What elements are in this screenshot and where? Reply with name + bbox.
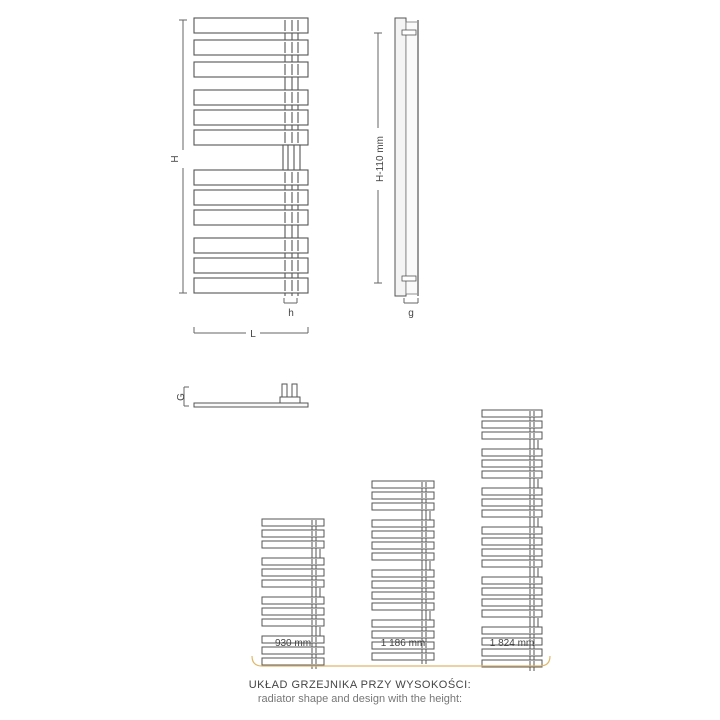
radiator-front-view bbox=[193, 17, 309, 296]
variant-tube bbox=[481, 648, 543, 657]
variant-tube bbox=[481, 587, 543, 596]
variant-1824-drawing bbox=[481, 409, 543, 671]
dimension-length-label: L bbox=[250, 329, 256, 340]
dimension-depth-label: g bbox=[408, 308, 414, 319]
dimension-pipe-offset-label: h bbox=[288, 308, 294, 319]
variant-tube bbox=[481, 448, 543, 457]
variant-tube bbox=[371, 580, 435, 589]
dimension-pipe-offset-line bbox=[283, 298, 298, 304]
variant-tube bbox=[481, 526, 543, 535]
caption-title: UKŁAD GRZEJNIKA PRZY WYSOKOŚCI: bbox=[248, 679, 472, 691]
variant-tube bbox=[371, 552, 435, 561]
radiator-side-view bbox=[394, 17, 419, 297]
variant-tube bbox=[261, 635, 325, 644]
variant-tube bbox=[481, 409, 543, 418]
variant-1186-label: 1 186 mm bbox=[381, 638, 425, 649]
front-tube bbox=[193, 189, 309, 206]
variant-tube bbox=[481, 609, 543, 618]
dimension-connection-line bbox=[183, 386, 189, 407]
variant-tube bbox=[481, 576, 543, 585]
variant-tube bbox=[481, 537, 543, 546]
variant-tube bbox=[371, 480, 435, 489]
variant-tube bbox=[481, 659, 543, 668]
variant-930-drawing bbox=[261, 518, 325, 669]
variant-tube bbox=[371, 519, 435, 528]
variant-tube bbox=[261, 618, 325, 627]
variant-tube bbox=[481, 559, 543, 568]
radiator-top-view bbox=[193, 383, 309, 408]
front-tube bbox=[193, 61, 309, 78]
front-collector-middle bbox=[282, 144, 301, 171]
front-tube bbox=[193, 209, 309, 226]
variant-tube bbox=[261, 607, 325, 616]
variant-tube bbox=[371, 641, 435, 650]
variant-tube bbox=[261, 579, 325, 588]
variant-tube bbox=[481, 509, 543, 518]
variant-tube bbox=[481, 598, 543, 607]
dimension-connection-label: G bbox=[176, 393, 187, 401]
variant-1186-drawing bbox=[371, 480, 435, 664]
front-tube bbox=[193, 39, 309, 56]
variant-tube bbox=[481, 498, 543, 507]
variant-tube bbox=[261, 540, 325, 549]
variant-tube bbox=[261, 557, 325, 566]
variant-tube bbox=[261, 657, 325, 666]
variant-tube bbox=[371, 502, 435, 511]
dimension-side-height-label: H-110 mm bbox=[375, 136, 386, 182]
dimension-depth-line bbox=[403, 298, 419, 304]
variant-tube bbox=[481, 637, 543, 646]
variant-930-label: 930 mm bbox=[275, 638, 311, 649]
front-tube bbox=[193, 17, 309, 34]
variant-tube bbox=[261, 568, 325, 577]
caption-subtitle: radiator shape and design with the heigh… bbox=[257, 693, 463, 705]
front-tube bbox=[193, 129, 309, 146]
variant-tube bbox=[481, 431, 543, 440]
front-tube bbox=[193, 109, 309, 126]
variant-tube bbox=[481, 548, 543, 557]
variant-tube bbox=[371, 530, 435, 539]
variant-tube bbox=[371, 569, 435, 578]
variant-tube bbox=[261, 518, 325, 527]
variant-tube bbox=[371, 491, 435, 500]
variant-tube bbox=[371, 630, 435, 639]
front-tube bbox=[193, 237, 309, 254]
variant-tube bbox=[261, 529, 325, 538]
variant-tube bbox=[481, 487, 543, 496]
variants-brace bbox=[251, 655, 551, 667]
variant-tube bbox=[481, 470, 543, 479]
variant-tube bbox=[371, 619, 435, 628]
variant-tube bbox=[371, 541, 435, 550]
front-tube bbox=[193, 169, 309, 186]
front-tube bbox=[193, 277, 309, 294]
variant-tube bbox=[371, 591, 435, 600]
variant-tube bbox=[261, 596, 325, 605]
variant-tube bbox=[261, 646, 325, 655]
front-tube bbox=[193, 89, 309, 106]
variant-tube bbox=[481, 626, 543, 635]
variant-tube bbox=[481, 459, 543, 468]
variant-1824-label: 1 824 mm bbox=[490, 638, 534, 649]
variant-tube bbox=[371, 652, 435, 661]
variant-tube bbox=[481, 420, 543, 429]
variant-tube bbox=[371, 602, 435, 611]
front-tube bbox=[193, 257, 309, 274]
dimension-height-label: H bbox=[170, 155, 181, 162]
